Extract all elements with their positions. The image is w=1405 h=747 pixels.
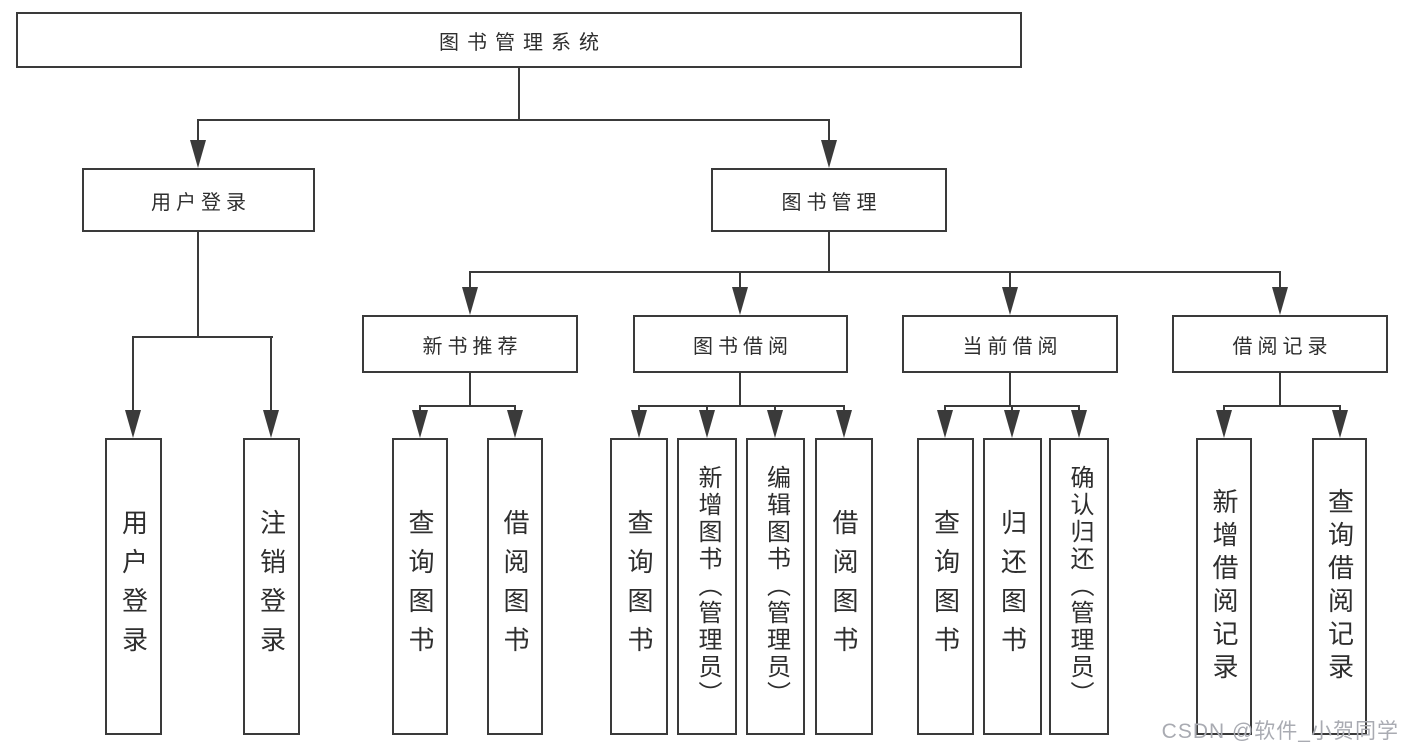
leaf-label: 借阅图书: [500, 508, 530, 665]
csdn-watermark: CSDN @软件_小贺同学: [1161, 720, 1399, 743]
node-current-borrowing: 当前借阅: [902, 315, 1118, 373]
arrow-down-icon: [462, 287, 478, 315]
connector-line: [518, 67, 520, 120]
leaf-label: 借阅图书: [829, 508, 859, 665]
node-label: 新书推荐: [422, 335, 523, 358]
connector-line: [1011, 405, 1013, 413]
arrow-down-icon: [937, 410, 953, 438]
leaf-label: 确认归还（管理员）: [1066, 465, 1093, 708]
connector-line: [270, 336, 272, 412]
connector-line: [706, 405, 708, 413]
connector-line: [1339, 405, 1341, 413]
leaf-label: 新增借阅记录: [1209, 487, 1239, 686]
arrow-down-icon: [1002, 287, 1018, 315]
connector-line: [1224, 405, 1341, 407]
leaf-label: 查询图书: [405, 508, 435, 665]
arrow-down-icon: [1071, 410, 1087, 438]
node-library-management-system: 图书管理系统: [16, 12, 1022, 68]
connector-line: [197, 232, 199, 338]
leaf-borrow-books: 借阅图书: [815, 438, 873, 735]
connector-line: [739, 271, 741, 288]
leaf-query-books-borrowing: 查询图书: [610, 438, 668, 735]
arrow-down-icon: [821, 140, 837, 168]
connector-line: [638, 405, 640, 413]
arrow-down-icon: [1216, 410, 1232, 438]
leaf-label: 用户登录: [118, 508, 149, 665]
connector-line: [514, 405, 516, 413]
arrow-down-icon: [836, 410, 852, 438]
node-book-management: 图书管理: [711, 168, 947, 232]
connector-line: [198, 119, 830, 121]
arrow-down-icon: [263, 410, 279, 438]
arrow-down-icon: [699, 410, 715, 438]
leaf-query-borrow-record: 查询借阅记录: [1312, 438, 1367, 735]
leaf-label: 查询图书: [624, 508, 654, 665]
connector-line: [197, 119, 199, 141]
arrow-down-icon: [732, 287, 748, 315]
node-user-login: 用户登录: [82, 168, 315, 232]
arrow-down-icon: [1332, 410, 1348, 438]
arrow-down-icon: [507, 410, 523, 438]
node-borrowing-records: 借阅记录: [1172, 315, 1388, 373]
node-label: 图书管理: [781, 191, 882, 214]
node-label: 图书管理系统: [439, 31, 607, 54]
node-book-borrowing: 图书借阅: [633, 315, 848, 373]
arrow-down-icon: [125, 410, 141, 438]
arrow-down-icon: [412, 410, 428, 438]
leaf-label: 编辑图书（管理员）: [762, 465, 790, 708]
connector-line: [133, 336, 273, 338]
connector-line: [828, 119, 830, 141]
connector-line: [1009, 373, 1011, 407]
node-label: 图书借阅: [693, 335, 793, 358]
connector-line: [469, 271, 471, 288]
leaf-label: 新增图书（管理员）: [694, 465, 721, 708]
leaf-return-book: 归还图书: [983, 438, 1042, 735]
arrow-down-icon: [631, 410, 647, 438]
arrow-down-icon: [190, 140, 206, 168]
node-new-book-recommend: 新书推荐: [362, 315, 578, 373]
connector-line: [469, 373, 471, 407]
connector-line: [420, 405, 516, 407]
leaf-edit-book-admin: 编辑图书（管理员）: [746, 438, 805, 735]
leaf-add-borrow-record: 新增借阅记录: [1196, 438, 1252, 735]
connector-line: [1009, 271, 1011, 288]
leaf-confirm-return-admin: 确认归还（管理员）: [1049, 438, 1109, 735]
node-label: 借阅记录: [1232, 335, 1333, 358]
connector-line: [1279, 271, 1281, 288]
connector-line: [828, 232, 830, 273]
connector-line: [470, 271, 1280, 273]
leaf-borrow-books-recommend: 借阅图书: [487, 438, 543, 735]
leaf-query-books-recommend: 查询图书: [392, 438, 448, 735]
connector-line: [419, 405, 421, 413]
connector-line: [639, 405, 845, 407]
connector-line: [774, 405, 776, 413]
node-label: 用户登录: [151, 191, 251, 214]
leaf-logout: 注销登录: [243, 438, 300, 735]
arrow-down-icon: [1004, 410, 1020, 438]
connector-line: [944, 405, 946, 413]
leaf-label: 查询图书: [930, 508, 961, 665]
leaf-add-book-admin: 新增图书（管理员）: [677, 438, 737, 735]
connector-line: [1078, 405, 1080, 413]
leaf-label: 归还图书: [997, 508, 1028, 665]
leaf-user-login: 用户登录: [105, 438, 162, 735]
arrow-down-icon: [1272, 287, 1288, 315]
leaf-label: 注销登录: [256, 508, 287, 665]
arrow-down-icon: [767, 410, 783, 438]
connector-line: [1223, 405, 1225, 413]
node-label: 当前借阅: [962, 335, 1063, 358]
leaf-label: 查询借阅记录: [1324, 487, 1355, 686]
connector-line: [739, 373, 741, 407]
connector-line: [843, 405, 845, 413]
connector-line: [132, 336, 134, 412]
leaf-query-books-current: 查询图书: [917, 438, 974, 735]
connector-line: [1279, 373, 1281, 407]
